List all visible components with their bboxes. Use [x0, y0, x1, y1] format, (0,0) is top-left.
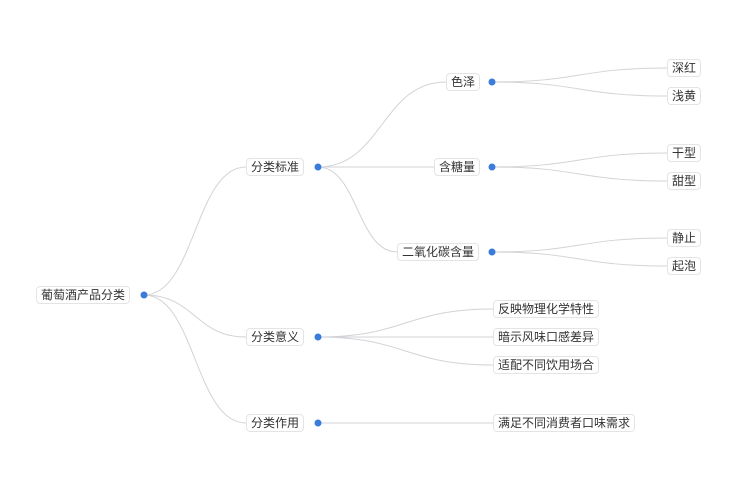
connector-line: [317, 336, 494, 366]
node-co2-content[interactable]: 二氧化碳含量: [397, 243, 480, 261]
connector-line: [491, 67, 668, 83]
node-root[interactable]: 葡萄酒产品分类: [36, 286, 131, 304]
node-sparkling[interactable]: 起泡: [667, 257, 702, 275]
node-flavor-difference[interactable]: 暗示风味口感差异: [493, 328, 600, 346]
node-light-yellow[interactable]: 浅黄: [667, 87, 702, 105]
node-classification-function[interactable]: 分类作用: [246, 414, 305, 432]
expand-toggle-dot[interactable]: [314, 163, 322, 171]
node-classification-significance[interactable]: 分类意义: [246, 328, 305, 346]
connector-line: [491, 237, 668, 253]
expand-toggle-dot[interactable]: [314, 419, 322, 427]
expand-toggle-dot[interactable]: [314, 333, 322, 341]
connector-line: [143, 294, 247, 338]
connector-line: [491, 152, 668, 168]
connector-line: [491, 251, 668, 267]
connector-line: [491, 81, 668, 97]
node-sweet[interactable]: 甜型: [667, 172, 702, 190]
node-still[interactable]: 静止: [667, 229, 702, 247]
node-physicochemical[interactable]: 反映物理化学特性: [493, 300, 600, 318]
node-sugar-content[interactable]: 含糖量: [434, 158, 481, 176]
connector-line: [317, 166, 398, 253]
node-classification-criteria[interactable]: 分类标准: [246, 158, 305, 176]
expand-toggle-dot[interactable]: [488, 163, 496, 171]
node-dry[interactable]: 干型: [667, 144, 702, 162]
connector-line: [491, 166, 668, 182]
expand-toggle-dot[interactable]: [140, 291, 148, 299]
node-color[interactable]: 色泽: [446, 73, 481, 91]
expand-toggle-dot[interactable]: [488, 248, 496, 256]
node-deep-red[interactable]: 深红: [667, 59, 702, 77]
connector-line: [143, 166, 247, 296]
connector-line: [317, 308, 494, 338]
node-occasion[interactable]: 适配不同饮用场合: [493, 356, 600, 374]
connector-line: [143, 294, 247, 424]
connector-line: [317, 81, 447, 168]
expand-toggle-dot[interactable]: [488, 78, 496, 86]
node-consumer-taste[interactable]: 满足不同消费者口味需求: [493, 414, 636, 432]
